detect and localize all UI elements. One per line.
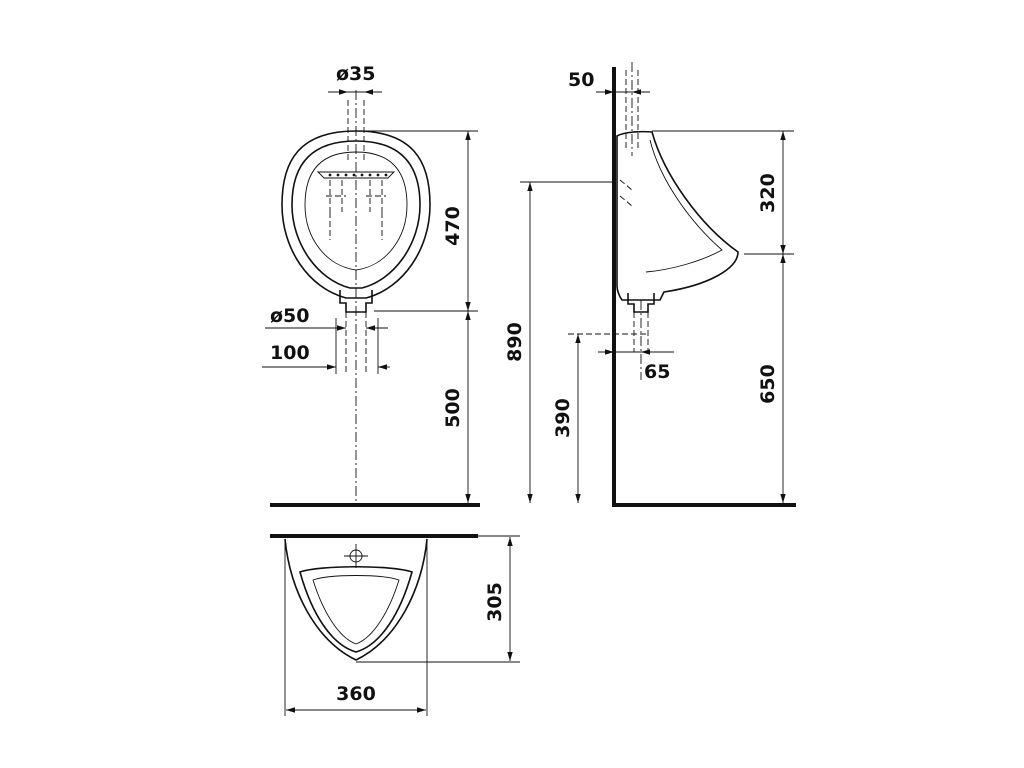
top-inner-bowl	[299, 565, 413, 653]
front-bowl-inner	[304, 151, 408, 271]
front-hidden-brackets	[326, 180, 386, 240]
front-view: ø35 470 500 ø50 100	[262, 63, 480, 507]
dim-drain-wall-offset: 65	[644, 361, 670, 383]
front-spray-dots	[328, 173, 388, 177]
dim-inlet-height: 320	[757, 173, 779, 213]
front-hidden-inlet	[347, 100, 365, 160]
dim-width: 360	[336, 683, 376, 705]
top-outer-body	[284, 538, 428, 661]
side-view: 50 320 650 890 390 65	[504, 62, 796, 507]
dim-depth: 305	[484, 582, 506, 622]
front-spray-bar	[316, 171, 396, 179]
top-inlet-crosshair	[344, 544, 368, 568]
dim-drain-height: 500	[442, 388, 464, 428]
dim-rim-height: 650	[757, 364, 779, 404]
front-rim	[291, 140, 421, 289]
dim-top-height: 890	[504, 322, 526, 362]
dim-body-height: 470	[442, 206, 464, 246]
dim-drain-offset: 100	[270, 342, 310, 364]
front-hidden-drain	[345, 312, 367, 372]
top-inner-rim	[312, 575, 400, 645]
side-drain-spigot	[627, 293, 655, 313]
side-hidden-inlet	[625, 70, 639, 150]
dim-inlet-wall-offset: 50	[568, 69, 594, 91]
top-view: 305 360	[270, 534, 520, 716]
side-bowl-inner	[645, 139, 723, 273]
side-hidden-mount	[619, 179, 633, 207]
side-hidden-drain	[633, 312, 649, 352]
dim-outlet-diameter: ø35	[336, 63, 376, 85]
dim-drain-floor-height: 390	[552, 398, 574, 438]
dim-drain-diameter: ø50	[270, 305, 310, 327]
front-drain-outlet	[339, 290, 373, 313]
side-urinal-body	[616, 130, 739, 301]
front-outer-body	[281, 130, 431, 299]
